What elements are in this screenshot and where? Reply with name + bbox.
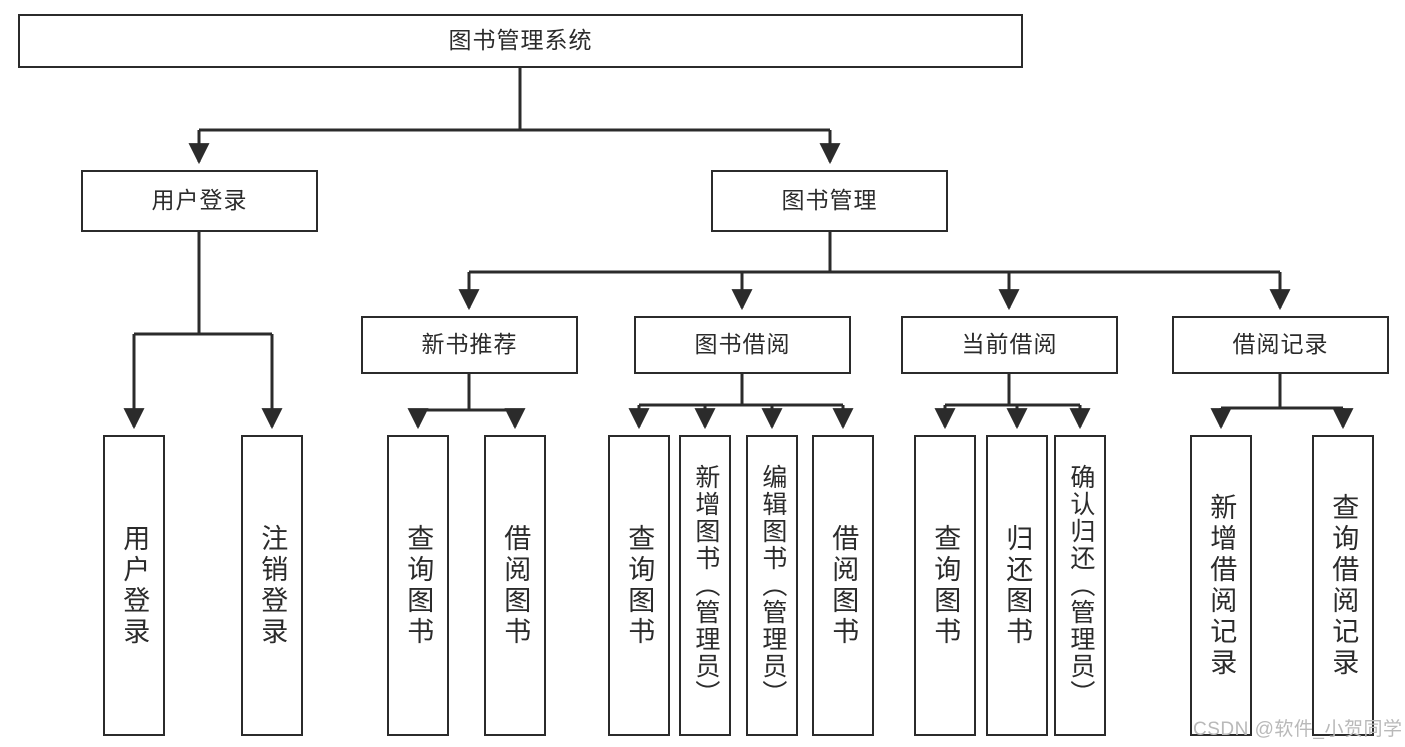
leaf-query-borrowing-record[interactable]: 查询借阅记录 bbox=[1312, 435, 1374, 736]
edge-new-book-rec-bus bbox=[418, 374, 515, 412]
node-root-book-management-system[interactable]: 图书管理系统 bbox=[18, 14, 1023, 68]
leaf-query-book-borrowing[interactable]: 查询图书 bbox=[608, 435, 670, 736]
edge-current-borrow-bus bbox=[945, 374, 1080, 407]
node-user-login[interactable]: 用户登录 bbox=[81, 170, 318, 232]
node-book-management[interactable]: 图书管理 bbox=[711, 170, 948, 232]
leaf-return-book[interactable]: 归还图书 bbox=[986, 435, 1048, 736]
node-borrowing-record[interactable]: 借阅记录 bbox=[1172, 316, 1389, 374]
leaf-query-book-recommendation[interactable]: 查询图书 bbox=[387, 435, 449, 736]
leaf-confirm-return-admin[interactable]: 确认归还（管理员） bbox=[1054, 435, 1106, 736]
node-current-borrowing[interactable]: 当前借阅 bbox=[901, 316, 1118, 374]
edge-book-mgmt-bus bbox=[469, 232, 1280, 274]
leaf-user-login[interactable]: 用户登录 bbox=[103, 435, 165, 736]
edge-user-login-bus bbox=[134, 232, 272, 336]
leaf-edit-book-admin[interactable]: 编辑图书（管理员） bbox=[746, 435, 798, 736]
edge-borrow-record-bus bbox=[1221, 374, 1343, 410]
leaf-borrow-book-recommendation[interactable]: 借阅图书 bbox=[484, 435, 546, 736]
leaf-add-borrowing-record[interactable]: 新增借阅记录 bbox=[1190, 435, 1252, 736]
edge-root-bus bbox=[199, 68, 830, 132]
leaf-logout[interactable]: 注销登录 bbox=[241, 435, 303, 736]
leaf-add-book-admin[interactable]: 新增图书（管理员） bbox=[679, 435, 731, 736]
edge-book-borrow-bus bbox=[639, 374, 843, 407]
csdn-watermark: CSDN @软件_小贺同学 bbox=[1193, 719, 1403, 740]
leaf-query-book-current[interactable]: 查询图书 bbox=[914, 435, 976, 736]
node-book-borrowing[interactable]: 图书借阅 bbox=[634, 316, 851, 374]
leaf-borrow-book-borrowing[interactable]: 借阅图书 bbox=[812, 435, 874, 736]
node-new-book-recommendation[interactable]: 新书推荐 bbox=[361, 316, 578, 374]
